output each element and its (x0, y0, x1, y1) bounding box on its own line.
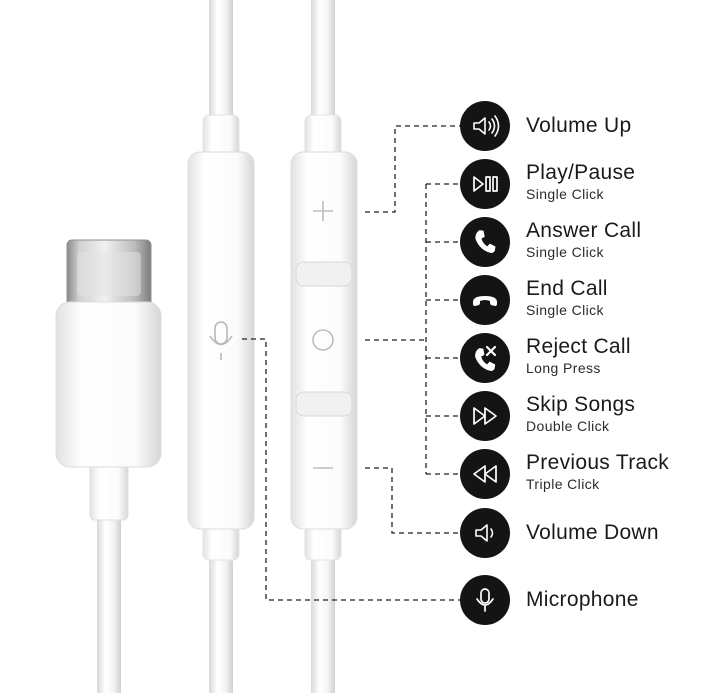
callout-reject-call: Reject Call Long Press (460, 333, 724, 385)
callout-label: End Call (526, 277, 608, 300)
callout-previous-track: Previous Track Triple Click (460, 449, 724, 501)
volume-up-icon (460, 101, 510, 151)
usb-c-connector (55, 239, 162, 693)
play-pause-icon (460, 159, 510, 209)
center-button-glyph (312, 329, 334, 351)
callout-sub: Single Click (526, 244, 604, 260)
callout-label: Reject Call (526, 335, 631, 358)
callout-sub: Triple Click (526, 476, 600, 492)
microphone-remote (187, 0, 255, 693)
callout-microphone: Microphone (460, 575, 724, 627)
callout-label: Microphone (526, 588, 639, 611)
callout-sub: Single Click (526, 186, 604, 202)
callout-label: Previous Track (526, 451, 670, 474)
reject-call-icon (460, 333, 510, 383)
control-remote (290, 0, 358, 693)
connector-lines (242, 125, 460, 601)
microphone-icon (460, 575, 510, 625)
callout-label: Volume Down (526, 521, 659, 544)
volume-down-icon (460, 508, 510, 558)
callout-skip-songs: Skip Songs Double Click (460, 391, 724, 443)
answer-call-icon (460, 217, 510, 267)
callout-label: Answer Call (526, 219, 642, 242)
end-call-icon (460, 275, 510, 325)
skip-songs-icon (460, 391, 510, 441)
callout-label: Volume Up (526, 114, 632, 137)
callout-end-call: End Call Single Click (460, 275, 724, 327)
microphone-glyph (209, 321, 233, 360)
callout-play-pause: Play/Pause Single Click (460, 159, 724, 211)
callout-volume-up: Volume Up (460, 101, 724, 153)
callout-sub: Long Press (526, 360, 601, 376)
callout-sub: Single Click (526, 302, 604, 318)
callout-sub: Double Click (526, 418, 610, 434)
callout-volume-down: Volume Down (460, 508, 724, 560)
callout-label: Play/Pause (526, 161, 636, 184)
callout-answer-call: Answer Call Single Click (460, 217, 724, 269)
callout-label: Skip Songs (526, 393, 636, 416)
previous-track-icon (460, 449, 510, 499)
